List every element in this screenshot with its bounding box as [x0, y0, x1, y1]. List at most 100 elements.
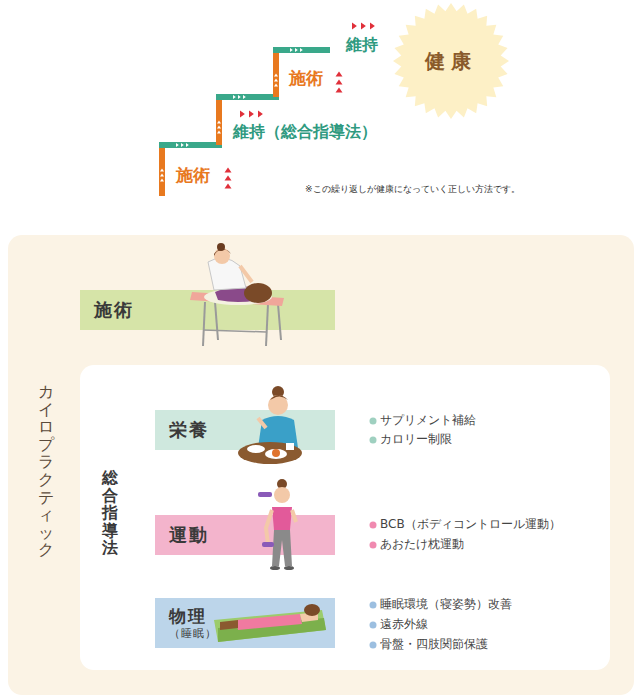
treatment-figure	[190, 292, 284, 306]
arrow-marks	[274, 84, 278, 87]
nutrition-figure	[272, 386, 284, 398]
node-title: 健康	[425, 49, 477, 74]
treatment-figure	[214, 248, 230, 264]
arrow-marks	[217, 131, 221, 134]
arrow-marks	[225, 168, 232, 173]
step-label: 維持	[346, 35, 378, 54]
bullet-item: 遠赤外線	[380, 617, 428, 631]
arrow-marks	[258, 111, 263, 118]
sleep-figure	[220, 620, 238, 630]
exercise-figure	[258, 479, 296, 570]
bullet-item: あおたけ枕運動	[380, 537, 464, 551]
arrow-marks	[176, 143, 179, 147]
staircase	[273, 47, 330, 53]
nutrition-figure	[238, 442, 302, 464]
nutrition-figure	[286, 443, 294, 450]
arrow-marks	[370, 23, 375, 30]
bullet-dots	[370, 642, 377, 649]
bullet-item: カロリー制限	[380, 432, 452, 446]
sleep-figure	[218, 618, 326, 642]
exercise-figure	[274, 487, 290, 503]
arrow-marks	[160, 23, 375, 189]
arrow-marks	[336, 72, 343, 77]
arrow-marks	[352, 23, 357, 30]
arrow-marks	[225, 184, 232, 189]
arrow-marks	[274, 74, 278, 77]
bullet-dots	[370, 622, 377, 629]
node-title: 総合指導法	[102, 469, 118, 557]
bullet-item: 睡眠環境（寝姿勢）改善	[380, 597, 512, 611]
arrow-marks	[240, 111, 245, 118]
arrow-marks	[243, 95, 246, 99]
treatment-figure	[190, 243, 284, 346]
staircase	[216, 97, 222, 145]
node-title: 栄養	[169, 419, 209, 442]
outer-panel: カイロプラクティック 施術総合指導法 栄養運動物理（睡眠）	[8, 235, 634, 695]
arrow-marks	[233, 95, 236, 99]
bullet-item: BCB（ボディコントロール運動）	[380, 517, 561, 531]
treatment-figure	[266, 304, 268, 346]
nutrition-band: 栄養	[155, 410, 335, 450]
treatment-figure	[215, 302, 218, 340]
arrow-marks	[295, 48, 298, 52]
exercise-figure	[277, 479, 287, 489]
staircase	[159, 50, 330, 196]
node-title: 物理	[169, 606, 206, 627]
physical-band: 物理（睡眠）	[155, 598, 335, 648]
nutrition-figure	[268, 395, 288, 415]
arrow-marks	[336, 80, 343, 85]
sleep-figure	[304, 604, 320, 616]
sleep-figure	[214, 610, 326, 642]
nutrition-figure	[265, 449, 287, 459]
exercise-figure	[272, 530, 292, 566]
treatment-figure	[244, 283, 272, 303]
arrow-marks	[186, 143, 189, 147]
arrow-marks	[217, 121, 221, 124]
exercise-figure	[262, 542, 274, 547]
bullet-item: 骨盤・四肢関節保護	[380, 637, 488, 651]
sleep-figure	[236, 614, 302, 630]
staircase	[216, 94, 279, 100]
nutrition-figure	[270, 395, 288, 400]
nutrition-figure	[238, 386, 302, 464]
treatment-figure	[278, 304, 281, 340]
arrow-marks	[217, 126, 221, 129]
nutrition-figure	[272, 449, 280, 457]
exercise-band: 運動	[155, 515, 335, 555]
bullet-dots	[370, 437, 377, 444]
arrow-marks	[300, 48, 303, 52]
node-title: カイロプラクティック	[38, 383, 54, 559]
treatment-figure	[217, 243, 225, 251]
sleep-figure	[300, 612, 318, 622]
bullet-dots	[370, 602, 377, 609]
arrow-marks	[238, 95, 241, 99]
exercise-figure	[292, 510, 296, 522]
arrow-marks	[160, 179, 164, 182]
staircase	[159, 142, 222, 148]
exercise-figure	[272, 507, 292, 530]
treatment-figure	[203, 330, 266, 332]
bullet-dots	[370, 418, 377, 425]
goal-starburst: 健康	[392, 2, 510, 120]
arrow-marks	[290, 48, 293, 52]
node-title: 施術	[94, 299, 134, 322]
treatment-figure	[203, 302, 205, 346]
bullet-dots	[370, 418, 377, 649]
treatment-figure	[215, 286, 262, 302]
starburst-outline	[393, 3, 509, 119]
staircase	[273, 50, 279, 97]
exercise-figure	[258, 492, 272, 497]
bullet-item: サプリメント補給	[380, 413, 476, 427]
exercise-figure	[266, 510, 272, 544]
arrow-marks	[274, 79, 278, 82]
arrow-marks	[225, 176, 232, 181]
treatment-band: 施術	[80, 290, 335, 330]
bullet-dots	[370, 542, 377, 549]
node-title: 運動	[169, 524, 209, 547]
nutrition-figure	[258, 416, 298, 448]
treatment-figure	[204, 289, 272, 305]
arrow-marks	[160, 174, 164, 177]
step-label: 施術	[176, 165, 210, 185]
